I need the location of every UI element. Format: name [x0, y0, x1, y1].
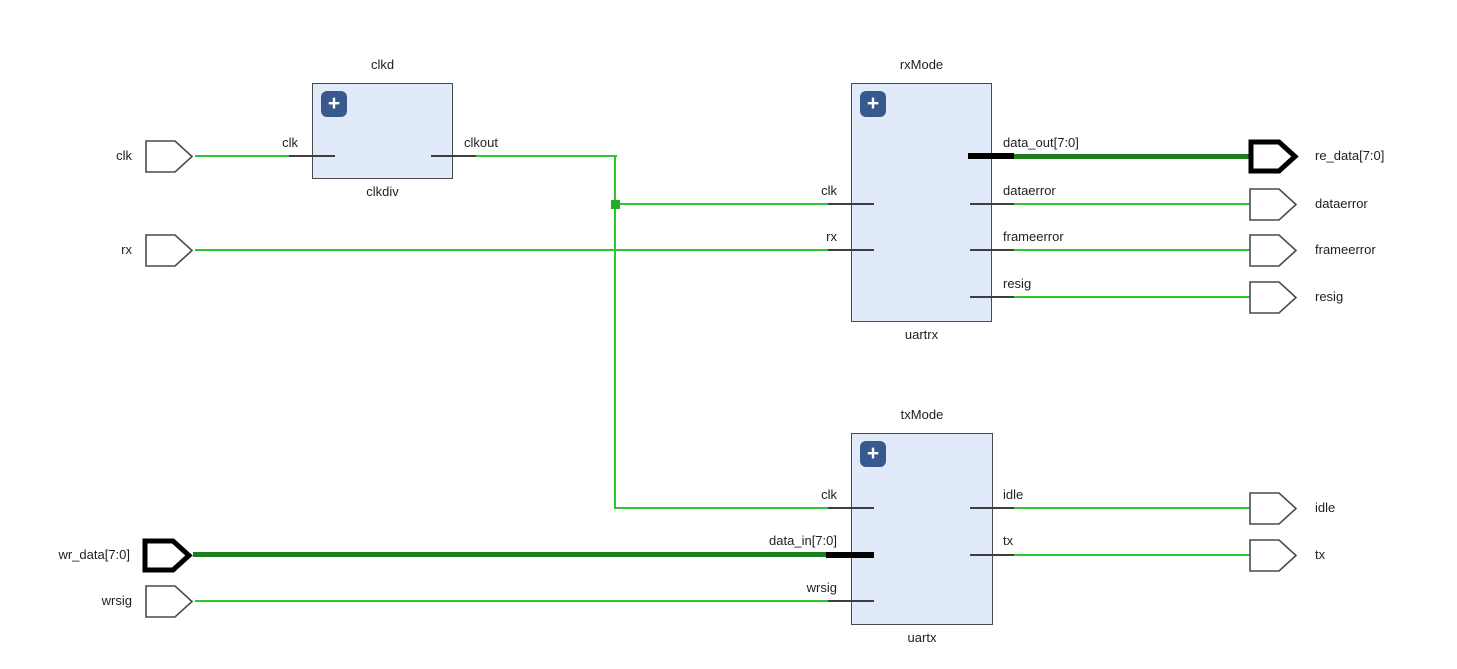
pin-label-clk: clk	[821, 183, 837, 198]
input-bus-port-symbol-wrdata[interactable]	[142, 538, 193, 573]
expand-plus-icon[interactable]: +	[860, 91, 886, 117]
pin-label-resig: resig	[1003, 276, 1032, 291]
wire-wrsig-to-txmode[interactable]	[195, 600, 829, 602]
wire-tx-out[interactable]	[1013, 554, 1250, 556]
port-label-resig: resig	[1315, 289, 1344, 304]
pin-label-frameerror: frameerror	[1003, 229, 1064, 244]
pin-label-idle: idle	[1003, 487, 1024, 502]
pin-stub[interactable]	[970, 249, 1014, 251]
port-label-frameerror: frameerror	[1315, 242, 1376, 257]
output-port-symbol-dataerror[interactable]	[1249, 188, 1298, 221]
pin-label-rx: rx	[826, 229, 837, 244]
bus-pin-stub[interactable]	[826, 552, 874, 558]
input-port-symbol-rx[interactable]	[145, 234, 194, 267]
port-label-redata: re_data[7:0]	[1315, 148, 1385, 163]
output-port-symbol-resig[interactable]	[1249, 281, 1298, 314]
output-port-symbol-idle[interactable]	[1249, 492, 1298, 525]
block-clkd[interactable]: +	[312, 83, 453, 179]
pin-label-wrsig: wrsig	[806, 580, 837, 595]
pin-label-clkout: clkout	[464, 135, 498, 150]
input-port-symbol-clk[interactable]	[145, 140, 194, 173]
block-rxmode[interactable]: +	[851, 83, 992, 322]
output-bus-port-symbol-redata[interactable]	[1248, 139, 1299, 174]
port-label-dataerror: dataerror	[1315, 196, 1368, 211]
pin-stub[interactable]	[970, 203, 1014, 205]
port-label-wrsig: wrsig	[101, 593, 132, 608]
port-label-idle: idle	[1315, 500, 1336, 515]
block-instance-name: rxMode	[899, 57, 944, 72]
pin-stub[interactable]	[828, 507, 874, 509]
output-port-symbol-frameerror[interactable]	[1249, 234, 1298, 267]
expand-plus-icon[interactable]: +	[860, 441, 886, 467]
output-port-symbol-tx[interactable]	[1249, 539, 1298, 572]
pin-label-datain: data_in[7:0]	[769, 533, 837, 548]
port-label-wrdata: wr_data[7:0]	[58, 547, 130, 562]
pin-stub[interactable]	[289, 155, 335, 157]
wire-clk-to-rxmode[interactable]	[614, 203, 829, 205]
wire-clk-to-clkd[interactable]	[195, 155, 291, 157]
block-txmode[interactable]: +	[851, 433, 993, 625]
pin-stub[interactable]	[970, 296, 1014, 298]
block-module-name: clkdiv	[366, 184, 399, 199]
bus-wrdata-to-txmode[interactable]	[193, 552, 827, 557]
wire-junction[interactable]	[611, 200, 620, 209]
pin-stub[interactable]	[970, 507, 1014, 509]
bus-dataout-to-redata[interactable]	[1013, 154, 1250, 159]
wire-dataerror-out[interactable]	[1013, 203, 1250, 205]
wire-clkout-vertical[interactable]	[614, 155, 616, 509]
wire-resig-out[interactable]	[1013, 296, 1250, 298]
port-label-rx: rx	[121, 242, 132, 257]
pin-stub[interactable]	[828, 600, 874, 602]
bus-pin-stub[interactable]	[968, 153, 1014, 159]
wire-rx-to-rxmode[interactable]	[195, 249, 829, 251]
wire-clkout-horizontal[interactable]	[475, 155, 617, 157]
block-module-name: uartx	[907, 630, 937, 645]
port-label-tx: tx	[1315, 547, 1326, 562]
pin-label-clk: clk	[821, 487, 837, 502]
block-module-name: uartrx	[904, 327, 939, 342]
pin-stub[interactable]	[970, 554, 1014, 556]
wire-idle-out[interactable]	[1013, 507, 1250, 509]
pin-stub[interactable]	[828, 203, 874, 205]
port-label-clk: clk	[116, 148, 132, 163]
wire-frameerror-out[interactable]	[1013, 249, 1250, 251]
block-instance-name: clkd	[370, 57, 395, 72]
expand-plus-icon[interactable]: +	[321, 91, 347, 117]
input-port-symbol-wrsig[interactable]	[145, 585, 194, 618]
pin-stub[interactable]	[828, 249, 874, 251]
pin-stub[interactable]	[431, 155, 476, 157]
pin-label-tx: tx	[1003, 533, 1014, 548]
wire-clk-to-txmode[interactable]	[614, 507, 829, 509]
pin-label-dataout: data_out[7:0]	[1003, 135, 1079, 150]
pin-label-dataerror: dataerror	[1003, 183, 1056, 198]
block-instance-name: txMode	[900, 407, 944, 422]
pin-label-clk: clk	[282, 135, 298, 150]
